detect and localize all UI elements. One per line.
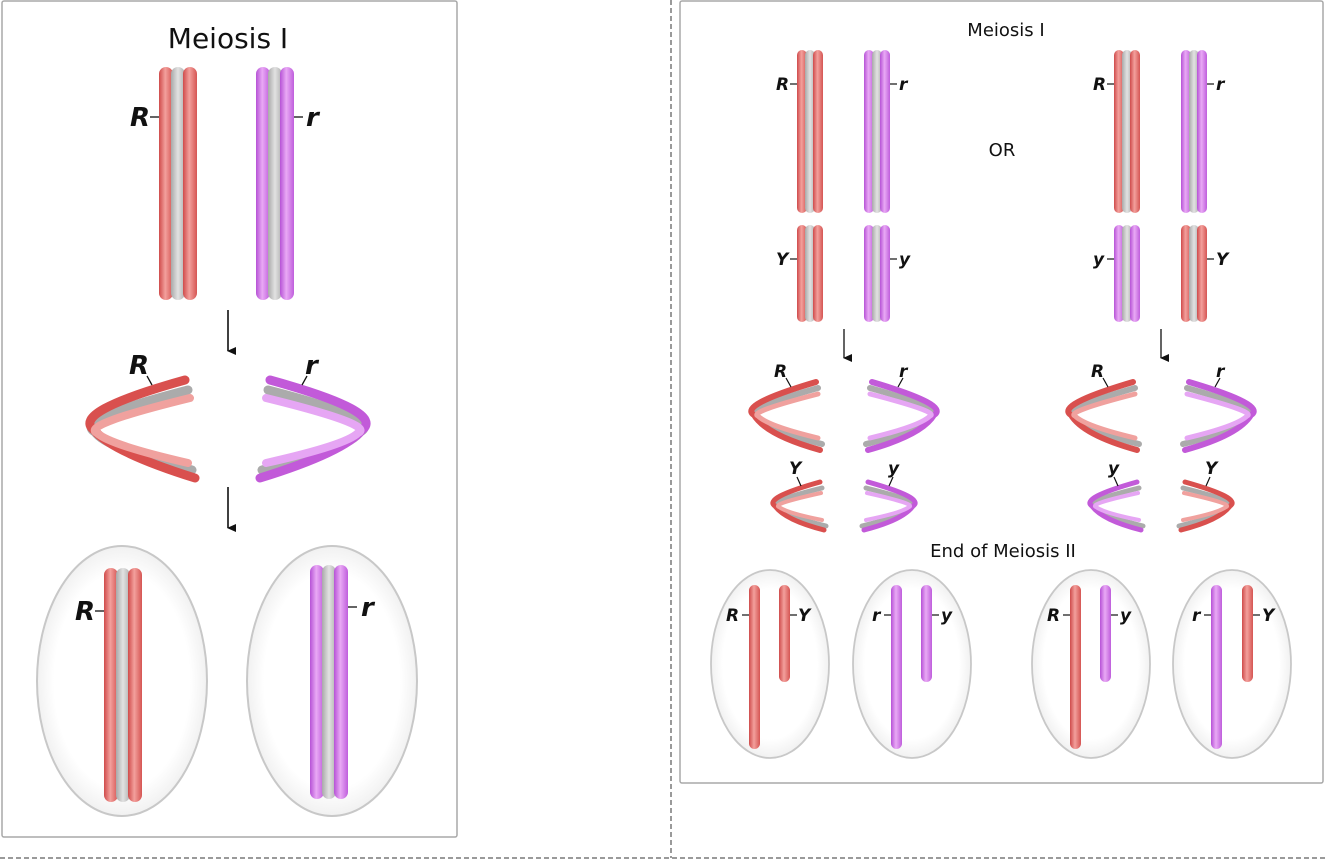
- chromatid-R: [749, 585, 760, 749]
- allele-tick: [1113, 476, 1119, 487]
- allele-label: r: [1216, 75, 1226, 95]
- chromatid-Y: [779, 585, 790, 682]
- end-of-meiosis-title: End of Meiosis II: [930, 541, 1076, 562]
- allele-tick: [146, 375, 153, 386]
- right-panel-frame: [679, 0, 1324, 784]
- option1-bent-R: [748, 379, 825, 453]
- left-panel-title: Meiosis I: [168, 22, 288, 55]
- allele-label: Y: [1205, 459, 1219, 479]
- option2-bent-r: [1180, 379, 1257, 453]
- allele-label: y: [1093, 250, 1105, 270]
- option1-bent-y: [859, 479, 918, 533]
- allele-label: r: [872, 606, 882, 626]
- allele-label: R: [1047, 606, 1060, 626]
- chromatid-y: [1100, 585, 1111, 682]
- option2-chromosome-y: [1114, 225, 1140, 322]
- left-panel: Meiosis I R r R r: [1, 0, 458, 838]
- allele-tick: [888, 476, 894, 487]
- allele-label: y: [1108, 459, 1120, 479]
- allele-label: Y: [789, 459, 803, 479]
- left-cell-chromosome-red: [104, 568, 142, 802]
- allele-label: r: [1216, 362, 1226, 382]
- allele-label: R: [776, 75, 789, 95]
- left-bent-chromosome-red: [85, 375, 200, 483]
- option1-chromosome-R: [797, 50, 823, 213]
- option1-chromosome-y: [864, 225, 890, 322]
- chromatid-R: [1070, 585, 1081, 749]
- allele-label: R: [726, 606, 739, 626]
- chromatid-r: [891, 585, 902, 749]
- option2-bent-y: [1087, 479, 1146, 533]
- or-label: OR: [989, 140, 1016, 161]
- gamete-cell: [710, 569, 830, 759]
- allele-tick: [785, 377, 792, 388]
- allele-tick: [1205, 476, 1211, 487]
- option2-chromosome-R: [1114, 50, 1140, 213]
- gamete-cell: [1172, 569, 1292, 759]
- allele-label: R: [75, 597, 95, 627]
- allele-label: r: [306, 103, 321, 133]
- gamete-cell: [1031, 569, 1151, 759]
- left-top-chromosome-red: [159, 67, 197, 300]
- option1-chromosome-Y: [797, 225, 823, 322]
- chromatid-r: [1211, 585, 1222, 749]
- allele-label: Y: [776, 250, 790, 270]
- option2-bent-Y: [1176, 479, 1235, 533]
- allele-label: Y: [1262, 606, 1276, 626]
- allele-label: r: [305, 351, 320, 381]
- allele-label: r: [899, 75, 909, 95]
- allele-label: R: [1091, 362, 1104, 382]
- allele-label: y: [899, 250, 911, 270]
- allele-tick: [1214, 377, 1221, 388]
- allele-tick: [1102, 377, 1109, 388]
- right-panel-title: Meiosis I: [967, 20, 1044, 41]
- option2-chromosome-Y: [1181, 225, 1207, 322]
- left-bent-chromosome-purple: [255, 375, 371, 483]
- gamete-cell: [852, 569, 972, 759]
- left-cell-chromosome-purple: [310, 565, 348, 799]
- allele-label: r: [361, 593, 376, 623]
- allele-label: r: [899, 362, 909, 382]
- allele-label: R: [130, 103, 150, 133]
- left-top-chromosome-purple: [256, 67, 294, 300]
- allele-tick: [897, 377, 904, 388]
- option1-bent-Y: [770, 479, 829, 533]
- option2-bent-R: [1065, 379, 1142, 453]
- allele-label: R: [129, 351, 149, 381]
- allele-tick: [796, 476, 802, 487]
- allele-label: R: [1093, 75, 1106, 95]
- option1-bent-r: [863, 379, 940, 453]
- allele-label: r: [1192, 606, 1202, 626]
- allele-label: y: [1120, 606, 1132, 626]
- allele-tick: [301, 375, 308, 386]
- allele-label: y: [888, 459, 900, 479]
- chromatid-y: [921, 585, 932, 682]
- allele-label: Y: [1216, 250, 1230, 270]
- option1-chromosome-r: [864, 50, 890, 213]
- option2-chromosome-r: [1181, 50, 1207, 213]
- right-panel: Meiosis I OR R r Y y: [679, 0, 1324, 784]
- allele-label: y: [941, 606, 953, 626]
- allele-label: Y: [798, 606, 812, 626]
- allele-label: R: [774, 362, 787, 382]
- chromatid-Y: [1242, 585, 1253, 682]
